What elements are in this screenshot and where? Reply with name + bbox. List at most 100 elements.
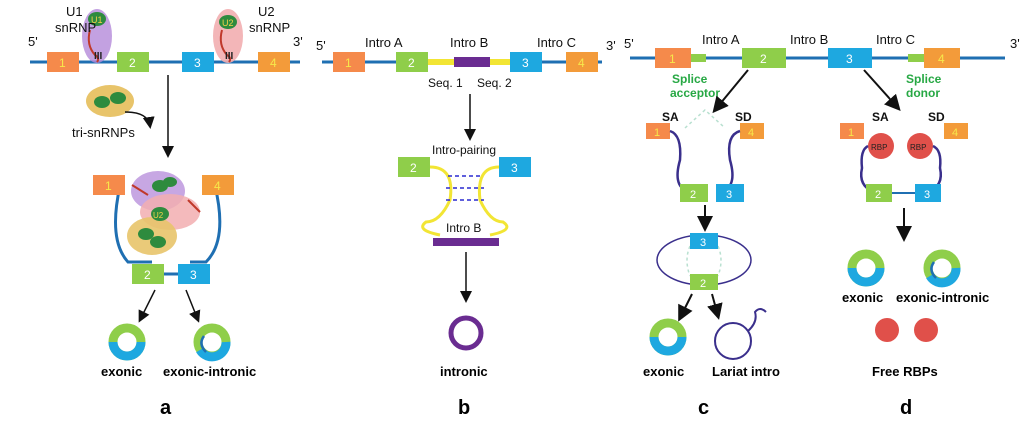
exon-4-c2-label: 4 [748,127,754,139]
panel-letter-a: a [160,397,172,419]
complex-inner-4 [138,228,154,240]
exon-4-label-a: 4 [270,56,277,70]
seq-2-label: Seq. 2 [477,76,512,90]
exon-1-label-a: 1 [59,56,66,70]
pairing-yellow-left [421,165,453,237]
u2-inner [219,15,237,29]
exon-3-complex [178,264,210,284]
panel-d: SA SD 1 4 RBP RBP 2 3 exonic exonic-intr… [840,110,989,419]
sa-label-c: SA [662,110,679,124]
panel-a: 5' 3' U1 III U1 snRNP U2 III U2 snRNP 1 … [28,4,303,419]
exonic-label-d: exonic [842,290,883,305]
complex-u2-label: U2 [153,211,164,220]
exon-3-cd [828,48,872,68]
lariat-intro-label: Lariat intro [712,364,780,379]
exonic-intronic-label-a: exonic-intronic [163,364,256,379]
rbp-right-label: RBP [910,143,926,152]
intro-b-label-b: Intro B [450,35,488,50]
seq-1-label: Seq. 1 [428,76,463,90]
exonic-intronic-label-d: exonic-intronic [896,290,989,305]
exon-2-d2 [866,184,892,202]
exon-3-complex-label: 3 [190,268,197,282]
exon-1-a [47,52,79,72]
exon-2-a [117,52,149,72]
lariat-tail [747,308,767,332]
intronic-label: intronic [440,364,488,379]
circrna-intronic [448,315,484,351]
arrow-c-1 [712,69,749,114]
panel-letter-d: d [900,397,912,419]
free-rbps-label: Free RBPs [872,364,938,379]
exon-2-pairing-label: 2 [410,161,417,175]
splice-donor-mark [908,54,924,62]
tri-inner-1 [94,96,110,108]
exon-4-a [258,52,290,72]
lariat-right-c [719,129,741,194]
seq-2-bar [490,59,516,65]
three-prime-label-d: 3' [1010,36,1020,51]
exon-4-complex [202,175,234,195]
splice-acceptor-label-1: Splice [672,72,708,86]
exon-2-complex-label: 2 [144,268,151,282]
exon-4-b [566,52,598,72]
panel-b: 5' 3' Intro A Intro B Intro C 1 2 3 4 Se… [316,35,616,419]
exon-1-c2 [646,123,670,139]
exon-2-cd [742,48,786,68]
exonic-label-c: exonic [643,364,684,379]
exon-1-complex [93,175,125,195]
complex-inner-5 [150,236,166,248]
lariat-intron-circle [714,322,752,360]
arrow-c-lariat [707,293,723,320]
u1-snrnp-label: snRNP [55,20,96,35]
circrna-exonic-intronic-d-half [926,267,961,288]
tri-inner-2 [110,92,126,104]
exon-3-c3 [690,233,718,249]
splice-acceptor-mark [690,54,706,62]
u2-inner-label: U2 [222,18,234,28]
loop-left-a [114,185,152,264]
exon-2-pairing [398,157,430,177]
complex-rna-1 [131,184,149,196]
exon-2-c3 [690,274,718,290]
lariat-dash-left [686,245,691,277]
complex-rna-2 [187,199,201,213]
tri-snrnps-label: tri-snRNPs [72,125,135,140]
u1-rna-strand [87,29,100,63]
free-rbp-1 [875,318,899,342]
intro-pairing-label: Intro-pairing [432,143,496,157]
arrow-a-exonic-intronic [185,289,201,323]
intro-b-lower-label: Intro B [446,221,481,235]
exon-1-label-b: 1 [345,56,352,70]
lariat-left-c [669,129,691,194]
intron-b-bar [454,57,490,67]
exon-4-cd [924,48,960,68]
splice-acceptor-label-2: acceptor [670,86,720,100]
exon-3-label-b: 3 [522,56,529,70]
u2-base-pairs: III [225,51,234,62]
exon-3-a [182,52,214,72]
rbp-left [868,133,894,159]
exon-1-b [333,52,365,72]
exon-3-d2 [915,184,941,202]
exon-2-d2-label: 2 [875,189,881,201]
exonic-label-a: exonic [101,364,142,379]
exon-3-d2-label: 3 [924,189,930,201]
complex-inner-3 [151,207,169,221]
exon-1-label-cd: 1 [669,52,676,66]
five-prime-label-b: 5' [316,38,326,53]
exon-3-c2-label: 3 [726,189,732,201]
exon-3-b [510,52,542,72]
u1-label: U1 [66,4,83,19]
sd-label-d: SD [928,110,945,124]
rbp-right [907,133,933,159]
intron-b-lower-bar [433,238,499,246]
u2-snrnp-label: snRNP [249,20,290,35]
exon-3-label-cd: 3 [846,52,853,66]
exon-4-c2 [740,123,764,139]
rbp-left-label: RBP [871,143,887,152]
tri-arrow [124,111,155,129]
exon-1-c2-label: 1 [654,127,660,139]
exon-2-complex [132,264,164,284]
complex-inner-2 [163,177,177,187]
